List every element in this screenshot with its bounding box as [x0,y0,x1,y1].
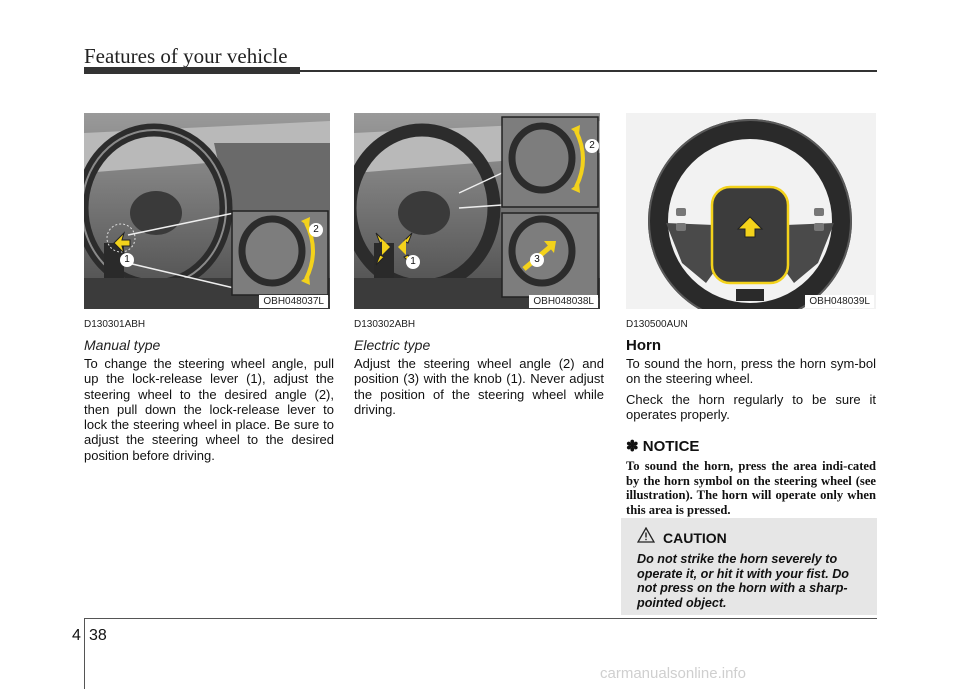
horn-steering-wheel-illustration [626,113,876,309]
callout-1: 1 [120,253,134,267]
section-electric-type: D130302ABH Electric type Adjust the stee… [354,318,604,417]
callout-2: 2 [309,223,323,237]
header-rule-thick [84,67,300,74]
manual-tilt-illustration [84,113,330,309]
caution-box: CAUTION Do not strike the horn severely … [621,518,877,615]
callout-3: 3 [530,253,544,267]
figure-electric-tilt: 1 2 3 OBH048038L [354,113,600,309]
section-subtitle: Horn [626,337,661,354]
electric-tilt-illustration [354,113,600,309]
section-paragraph: Adjust the steering wheel angle (2) and … [354,356,604,417]
footer-vertical-rule [84,618,85,689]
figure-manual-tilt: 1 2 OBH048037L [84,113,330,309]
warning-triangle-icon [636,526,656,548]
figure-code: OBH048039L [805,295,874,308]
notice-title: ✽ NOTICE [626,438,700,456]
header-rule-thin [300,70,877,72]
section-code: D130301ABH [84,319,146,330]
section-subtitle: Manual type [84,337,161,353]
section-code: D130500AUN [626,319,688,330]
callout-1: 1 [406,255,420,269]
caution-body: Do not strike the horn severely to opera… [637,552,849,610]
figure-code: OBH048038L [529,295,598,308]
notice-body: To sound the horn, press the area indi-c… [626,459,876,517]
callout-2: 2 [585,139,599,153]
footer-rule [84,618,877,619]
page-number: 38 [89,627,107,644]
figure-horn: OBH048039L [626,113,876,309]
caution-title: CAUTION [663,529,727,546]
chapter-number: 4 [72,627,81,644]
section-subtitle: Electric type [354,337,431,353]
watermark: carmanualsonline.info [600,665,746,682]
figure-code: OBH048037L [259,295,328,308]
section-paragraph: Check the horn regularly to be sure it o… [626,391,876,422]
section-code: D130302ABH [354,319,416,330]
section-horn: D130500AUN Horn To sound the horn, press… [626,318,876,517]
section-paragraph: To sound the horn, press the horn sym-bo… [626,356,876,387]
page-header-title: Features of your vehicle [84,44,288,68]
section-paragraph: To change the steering wheel angle, pull… [84,356,334,463]
section-manual-type: D130301ABH Manual type To change the ste… [84,318,334,463]
